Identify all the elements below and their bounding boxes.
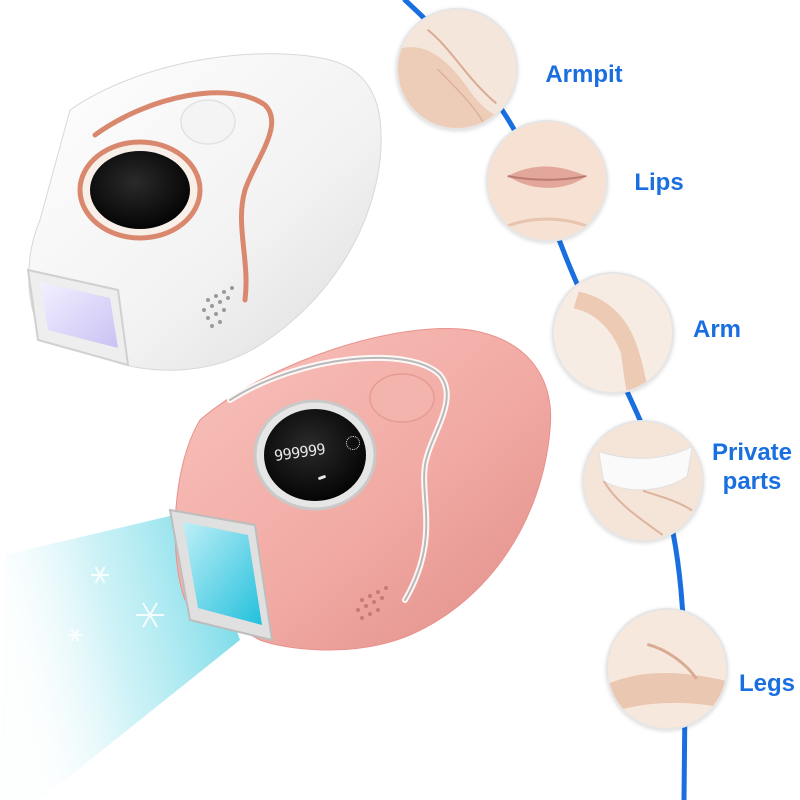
- body-area-label-legs: Legs: [738, 670, 795, 697]
- body-area-label-arm: Arm: [692, 316, 741, 343]
- arm-icon: [554, 274, 672, 392]
- bikini-area-icon: [584, 422, 702, 540]
- lips-icon: [488, 122, 606, 240]
- body-area-label-armpit: Armpit: [545, 61, 623, 88]
- body-area-circle-arm: [552, 272, 674, 394]
- pink-ipl-device: [168, 327, 552, 651]
- body-area-label-lips: Lips: [634, 169, 684, 196]
- legs-icon: [608, 610, 726, 728]
- body-area-circle-armpit: [396, 8, 518, 130]
- display-symbol-icon: [346, 436, 360, 450]
- body-area-circle-lips: [486, 120, 608, 242]
- body-area-circle-legs: [606, 608, 728, 730]
- armpit-icon: [398, 10, 516, 128]
- body-area-circle-private-parts: [582, 420, 704, 542]
- body-area-label-private-parts: Private parts: [711, 439, 793, 495]
- white-ipl-device: [26, 53, 382, 371]
